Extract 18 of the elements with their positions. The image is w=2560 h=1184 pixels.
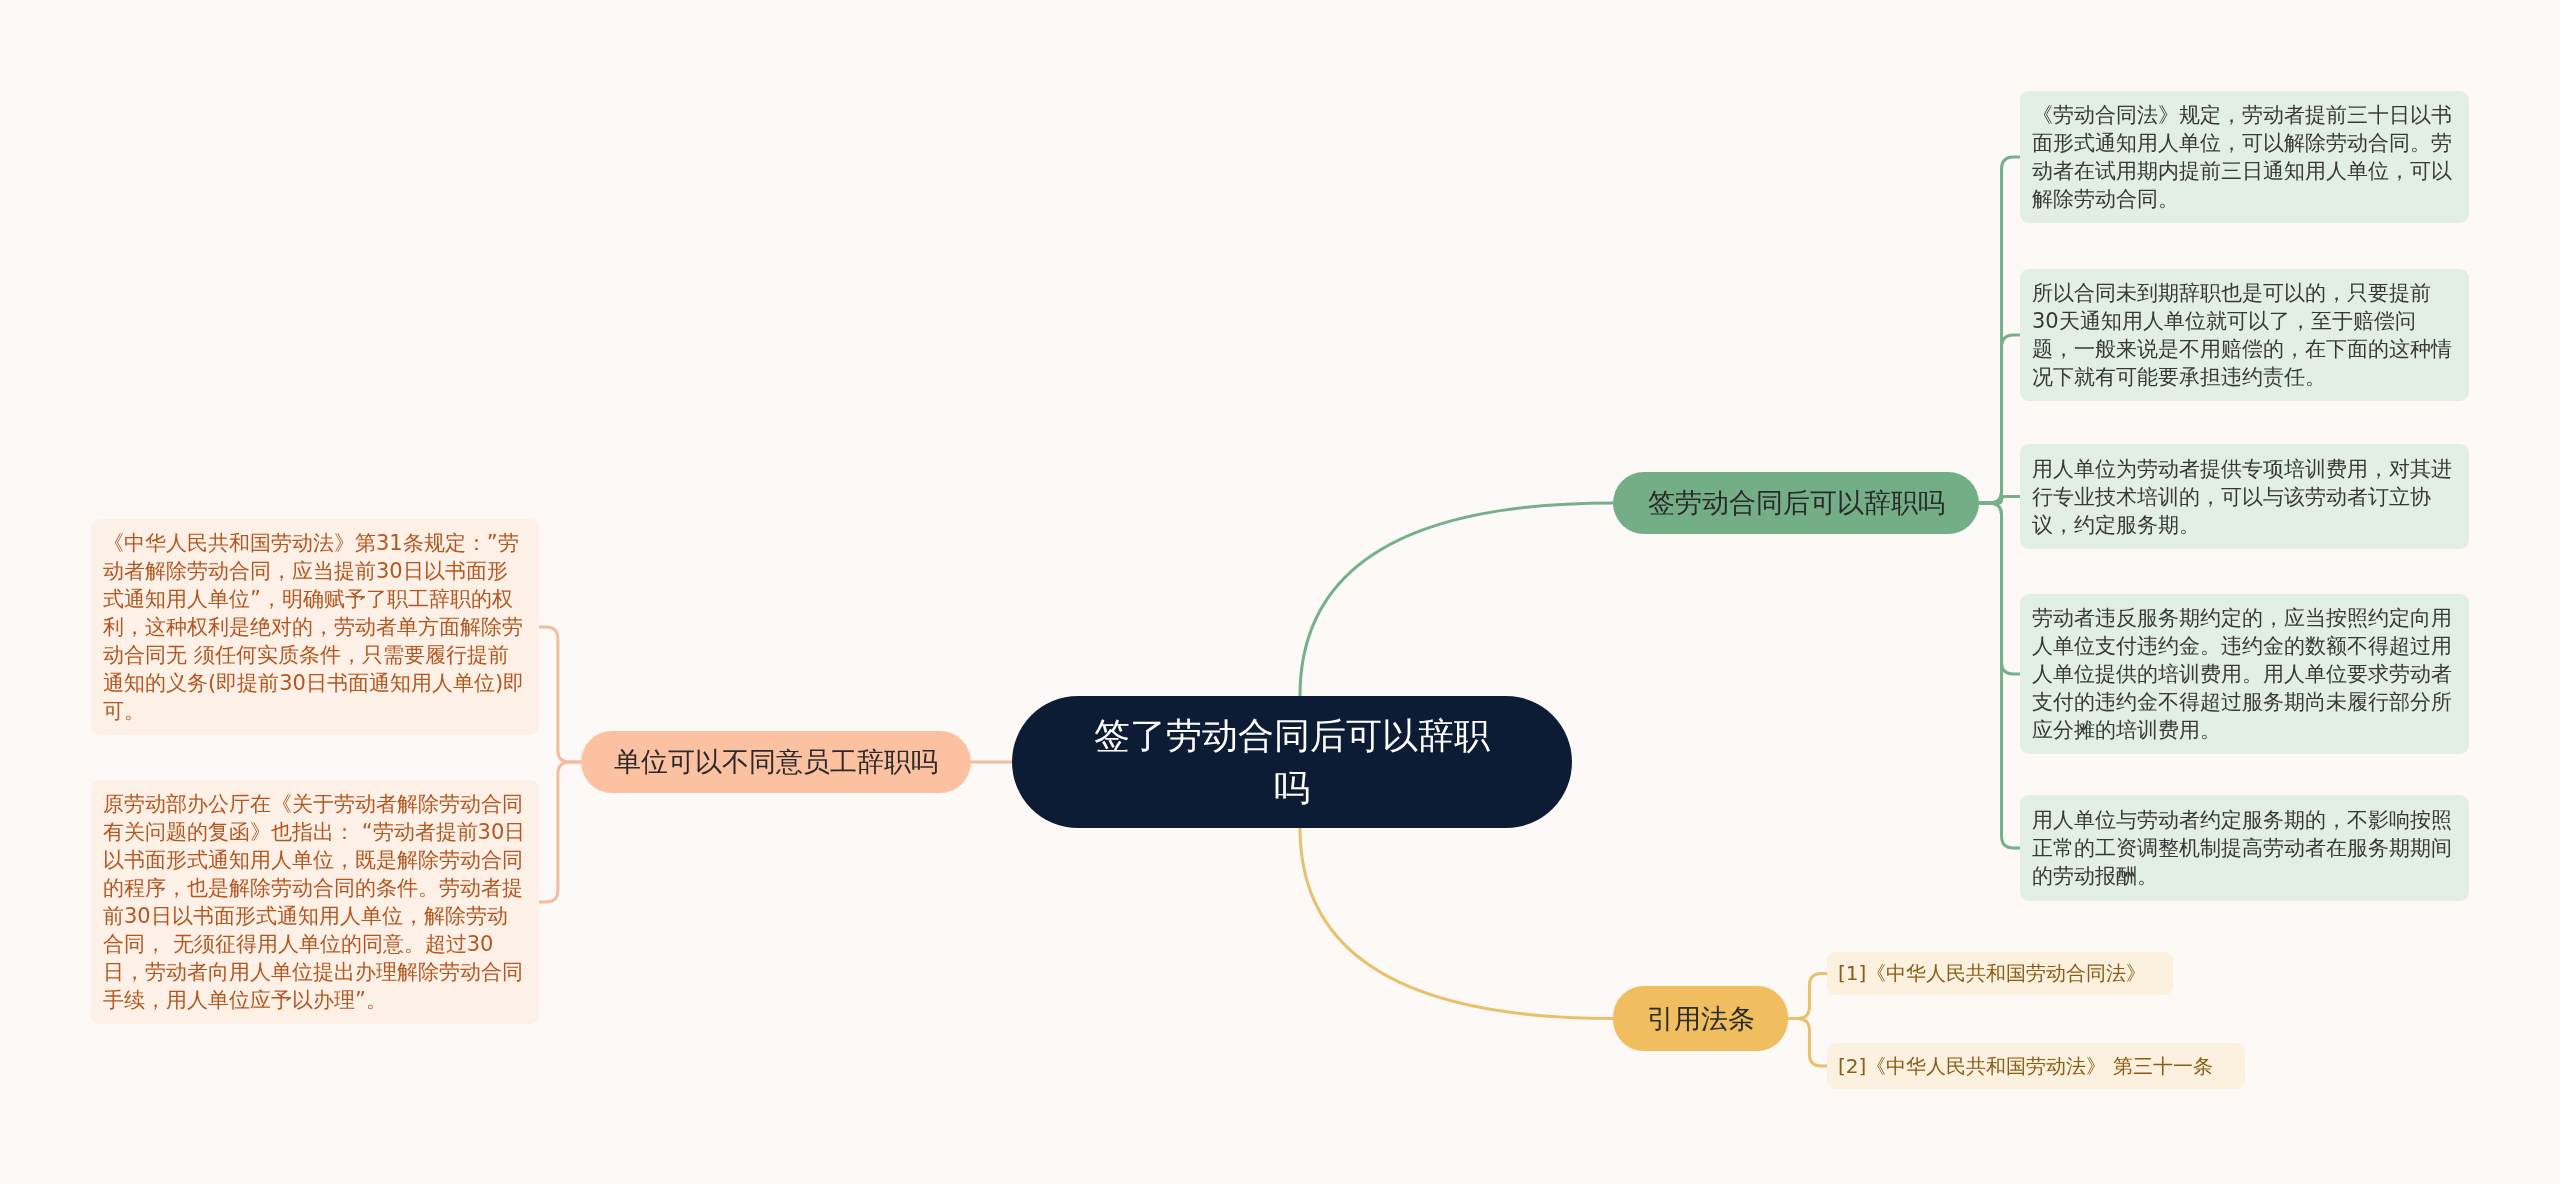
reference-box: [2]《中华人民共和国劳动法》 第三十一条: [1827, 1043, 2245, 1089]
branch-topic: 签劳动合同后可以辞职吗: [1613, 472, 1979, 534]
note-box: 所以合同未到期辞职也是可以的，只要提前30天通知用人单位就可以了，至于赔偿问题，一般来说是不用赔偿的，在下面的这种情况下就有可能要承担违约责任。: [2020, 269, 2469, 401]
note-box: 《劳动合同法》规定，劳动者提前三十日以书面形式通知用人单位，可以解除劳动合同。劳动者在试用期内提前三日通知用人单位，可以解除劳动合同。: [2020, 91, 2469, 223]
connector-line: [1786, 1017, 1829, 1068]
note-box: 劳动者违反服务期约定的，应当按照约定向用人单位支付违约金。违约金的数额不得超过用人单位提供的培训费用。用人单位要求劳动者支付的违约金不得超过服务期尚未履行部分所应分摊的培训费用。: [2020, 594, 2469, 754]
note-box: 《中华人民共和国劳动法》第31条规定：”劳动者解除劳动合同，应当提前30日以书面形式通知用人单位”，明确赋予了职工辞职的权利，这种权利是绝对的，劳动者单方面解除劳动合同无 须任何实质条件，只需要履行提前通知的义务(即提前30日书面通知用人单位)即可。: [91, 519, 539, 735]
note-box: 用人单位为劳动者提供专项培训费用，对其进行专业技术培训的，可以与该劳动者订立协议，约定服务期。: [2020, 444, 2469, 549]
connector-line: [969, 760, 1014, 764]
connector-line: [537, 760, 583, 904]
note-box: 原劳动部办公厅在《关于劳动者解除劳动合同有关问题的复函》也指出： “劳动者提前30日以书面形式通知用人单位，既是解除劳动合同的程序，也是解除劳动合同的条件。劳动者提前30日以书面形式通知用人单位，解除劳动合同， 无须征得用人单位的同意。超过30日，劳动者向用人单位提出办理解除劳动合同手续，用人单位应予以办理”。: [91, 780, 539, 1024]
connector-line: [1298, 826, 1615, 1020]
connector-line: [1298, 501, 1615, 698]
reference-box: [1]《中华人民共和国劳动合同法》: [1827, 952, 2173, 995]
branch-topic: 单位可以不同意员工辞职吗: [581, 731, 971, 793]
branch-topic: 引用法条: [1613, 986, 1788, 1051]
central-topic: 签了劳动合同后可以辞职吗: [1012, 696, 1572, 828]
note-box: 用人单位与劳动者约定服务期的，不影响按照正常的工资调整机制提高劳动者在服务期期间的劳动报酬。: [2020, 795, 2469, 901]
